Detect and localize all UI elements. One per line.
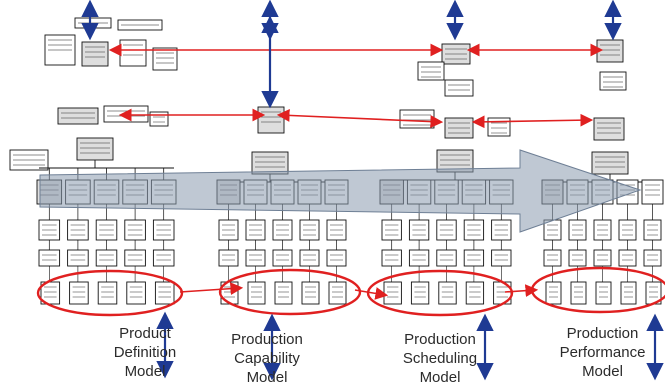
class-box [245, 249, 266, 267]
class-box [67, 249, 89, 267]
class-box [568, 249, 587, 267]
red-highlight-ellipse [366, 269, 514, 317]
red-highlight-ellipse [530, 266, 665, 314]
model-label-line: Model [246, 369, 288, 386]
class-box [491, 249, 512, 267]
class-box [81, 41, 109, 67]
model-label-line: Model [419, 369, 461, 386]
class-box [95, 249, 118, 267]
class-box [543, 249, 562, 267]
red-double-headed-arrow [276, 109, 444, 128]
class-box [272, 249, 293, 267]
class-box [149, 111, 169, 127]
model-label-product-definition: Product Definition Model [85, 324, 205, 381]
model-label-production-capability: Production Capability Model [212, 330, 322, 387]
class-box [69, 281, 89, 305]
class-box [593, 117, 625, 141]
red-highlight-ellipse [36, 269, 184, 317]
class-box [274, 281, 293, 305]
class-box [570, 281, 587, 305]
class-box [593, 249, 612, 267]
class-box [251, 151, 289, 175]
class-box [438, 281, 457, 305]
class-box [417, 61, 445, 81]
class-box [103, 105, 149, 123]
red-double-headed-arrow [471, 113, 594, 129]
model-label-line: Capability [234, 350, 300, 367]
class-box [299, 249, 320, 267]
model-label-line: Scheduling [402, 350, 478, 367]
class-box [257, 106, 285, 134]
class-box [410, 281, 430, 305]
class-box [326, 249, 347, 267]
class-box [76, 137, 114, 161]
class-box [152, 47, 178, 71]
model-label-line: Production [404, 331, 476, 348]
class-box [591, 151, 629, 175]
model-label-line: Product [119, 325, 171, 342]
red-highlight-ellipse [218, 268, 362, 316]
model-label-line: Model [124, 363, 166, 380]
class-box [545, 281, 562, 305]
model-label-line: Production [231, 331, 303, 348]
class-box [247, 281, 266, 305]
model-label-production-performance: Production Performance Model [540, 324, 665, 381]
class-box [119, 39, 147, 67]
class-box [124, 249, 146, 267]
large-gray-flow-arrow [39, 149, 642, 233]
class-box [301, 281, 320, 305]
class-box [444, 79, 474, 97]
class-box [152, 249, 175, 267]
class-box [38, 249, 61, 267]
model-label-line: Production [566, 325, 639, 342]
class-box [465, 281, 485, 305]
class-box [97, 281, 118, 305]
model-label-line: Performance [559, 344, 646, 361]
class-box [328, 281, 347, 305]
class-box [383, 281, 402, 305]
class-box [154, 281, 175, 305]
class-box [381, 249, 402, 267]
model-label-production-scheduling: Production Scheduling Model [380, 330, 500, 387]
class-box [126, 281, 146, 305]
class-box [620, 281, 637, 305]
class-box [595, 281, 612, 305]
model-label-line: Model [582, 363, 623, 380]
class-box [618, 249, 637, 267]
class-box [57, 107, 99, 125]
class-box [218, 249, 239, 267]
model-label-line: Definition [113, 344, 177, 361]
class-box [641, 179, 664, 205]
class-box [643, 249, 662, 267]
class-box [599, 71, 627, 91]
class-box [596, 39, 624, 63]
red-flow-arrow [504, 284, 539, 298]
class-box [40, 281, 61, 305]
red-flow-arrow [179, 282, 244, 296]
class-box [408, 249, 430, 267]
class-box [436, 249, 457, 267]
class-box [463, 249, 485, 267]
